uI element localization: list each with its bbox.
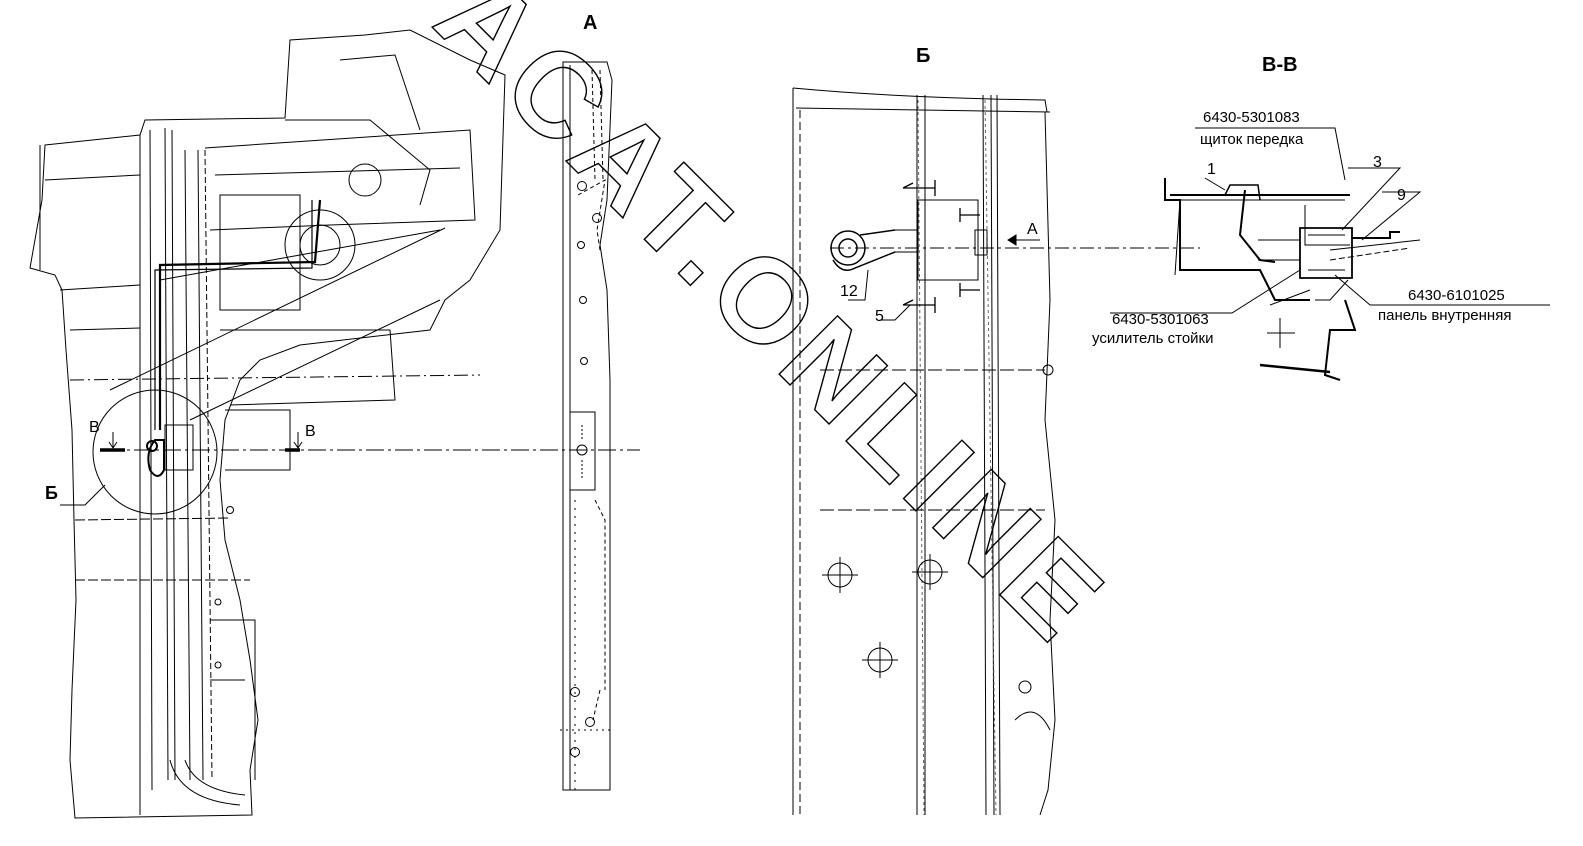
view-a xyxy=(560,61,613,791)
watermark: ACAT.ONLINE xyxy=(411,0,1133,670)
view-b xyxy=(792,87,1200,816)
view-b-title: Б xyxy=(916,45,931,67)
part-name-shield: щиток передка xyxy=(1200,131,1304,148)
callout-9: 9 xyxy=(1397,187,1406,204)
part-code-shield: 6430-5301083 xyxy=(1203,109,1300,126)
view-a-arrow-label: А xyxy=(1027,221,1038,238)
part-name-reinforcement: усилитель стойки xyxy=(1092,330,1214,347)
part-code-inner-panel: 6430-6101025 xyxy=(1408,287,1505,304)
watermark-text: ACAT.ONLINE xyxy=(412,0,1133,670)
callout-3: 3 xyxy=(1373,154,1382,171)
section-mark-right: В xyxy=(305,423,316,440)
callout-12: 12 xyxy=(840,283,858,300)
part-name-inner-panel: панель внутренняя xyxy=(1378,307,1512,324)
callout-5: 5 xyxy=(875,308,884,325)
left-view xyxy=(29,29,640,819)
view-a-title: А xyxy=(583,12,598,34)
section-title: В-В xyxy=(1262,54,1298,76)
part-code-reinforcement: 6430-5301063 xyxy=(1112,311,1209,328)
section-bb xyxy=(1110,127,1550,381)
section-mark-left: В xyxy=(89,419,100,436)
callout-1: 1 xyxy=(1207,161,1216,178)
detail-callout: Б xyxy=(45,483,58,503)
